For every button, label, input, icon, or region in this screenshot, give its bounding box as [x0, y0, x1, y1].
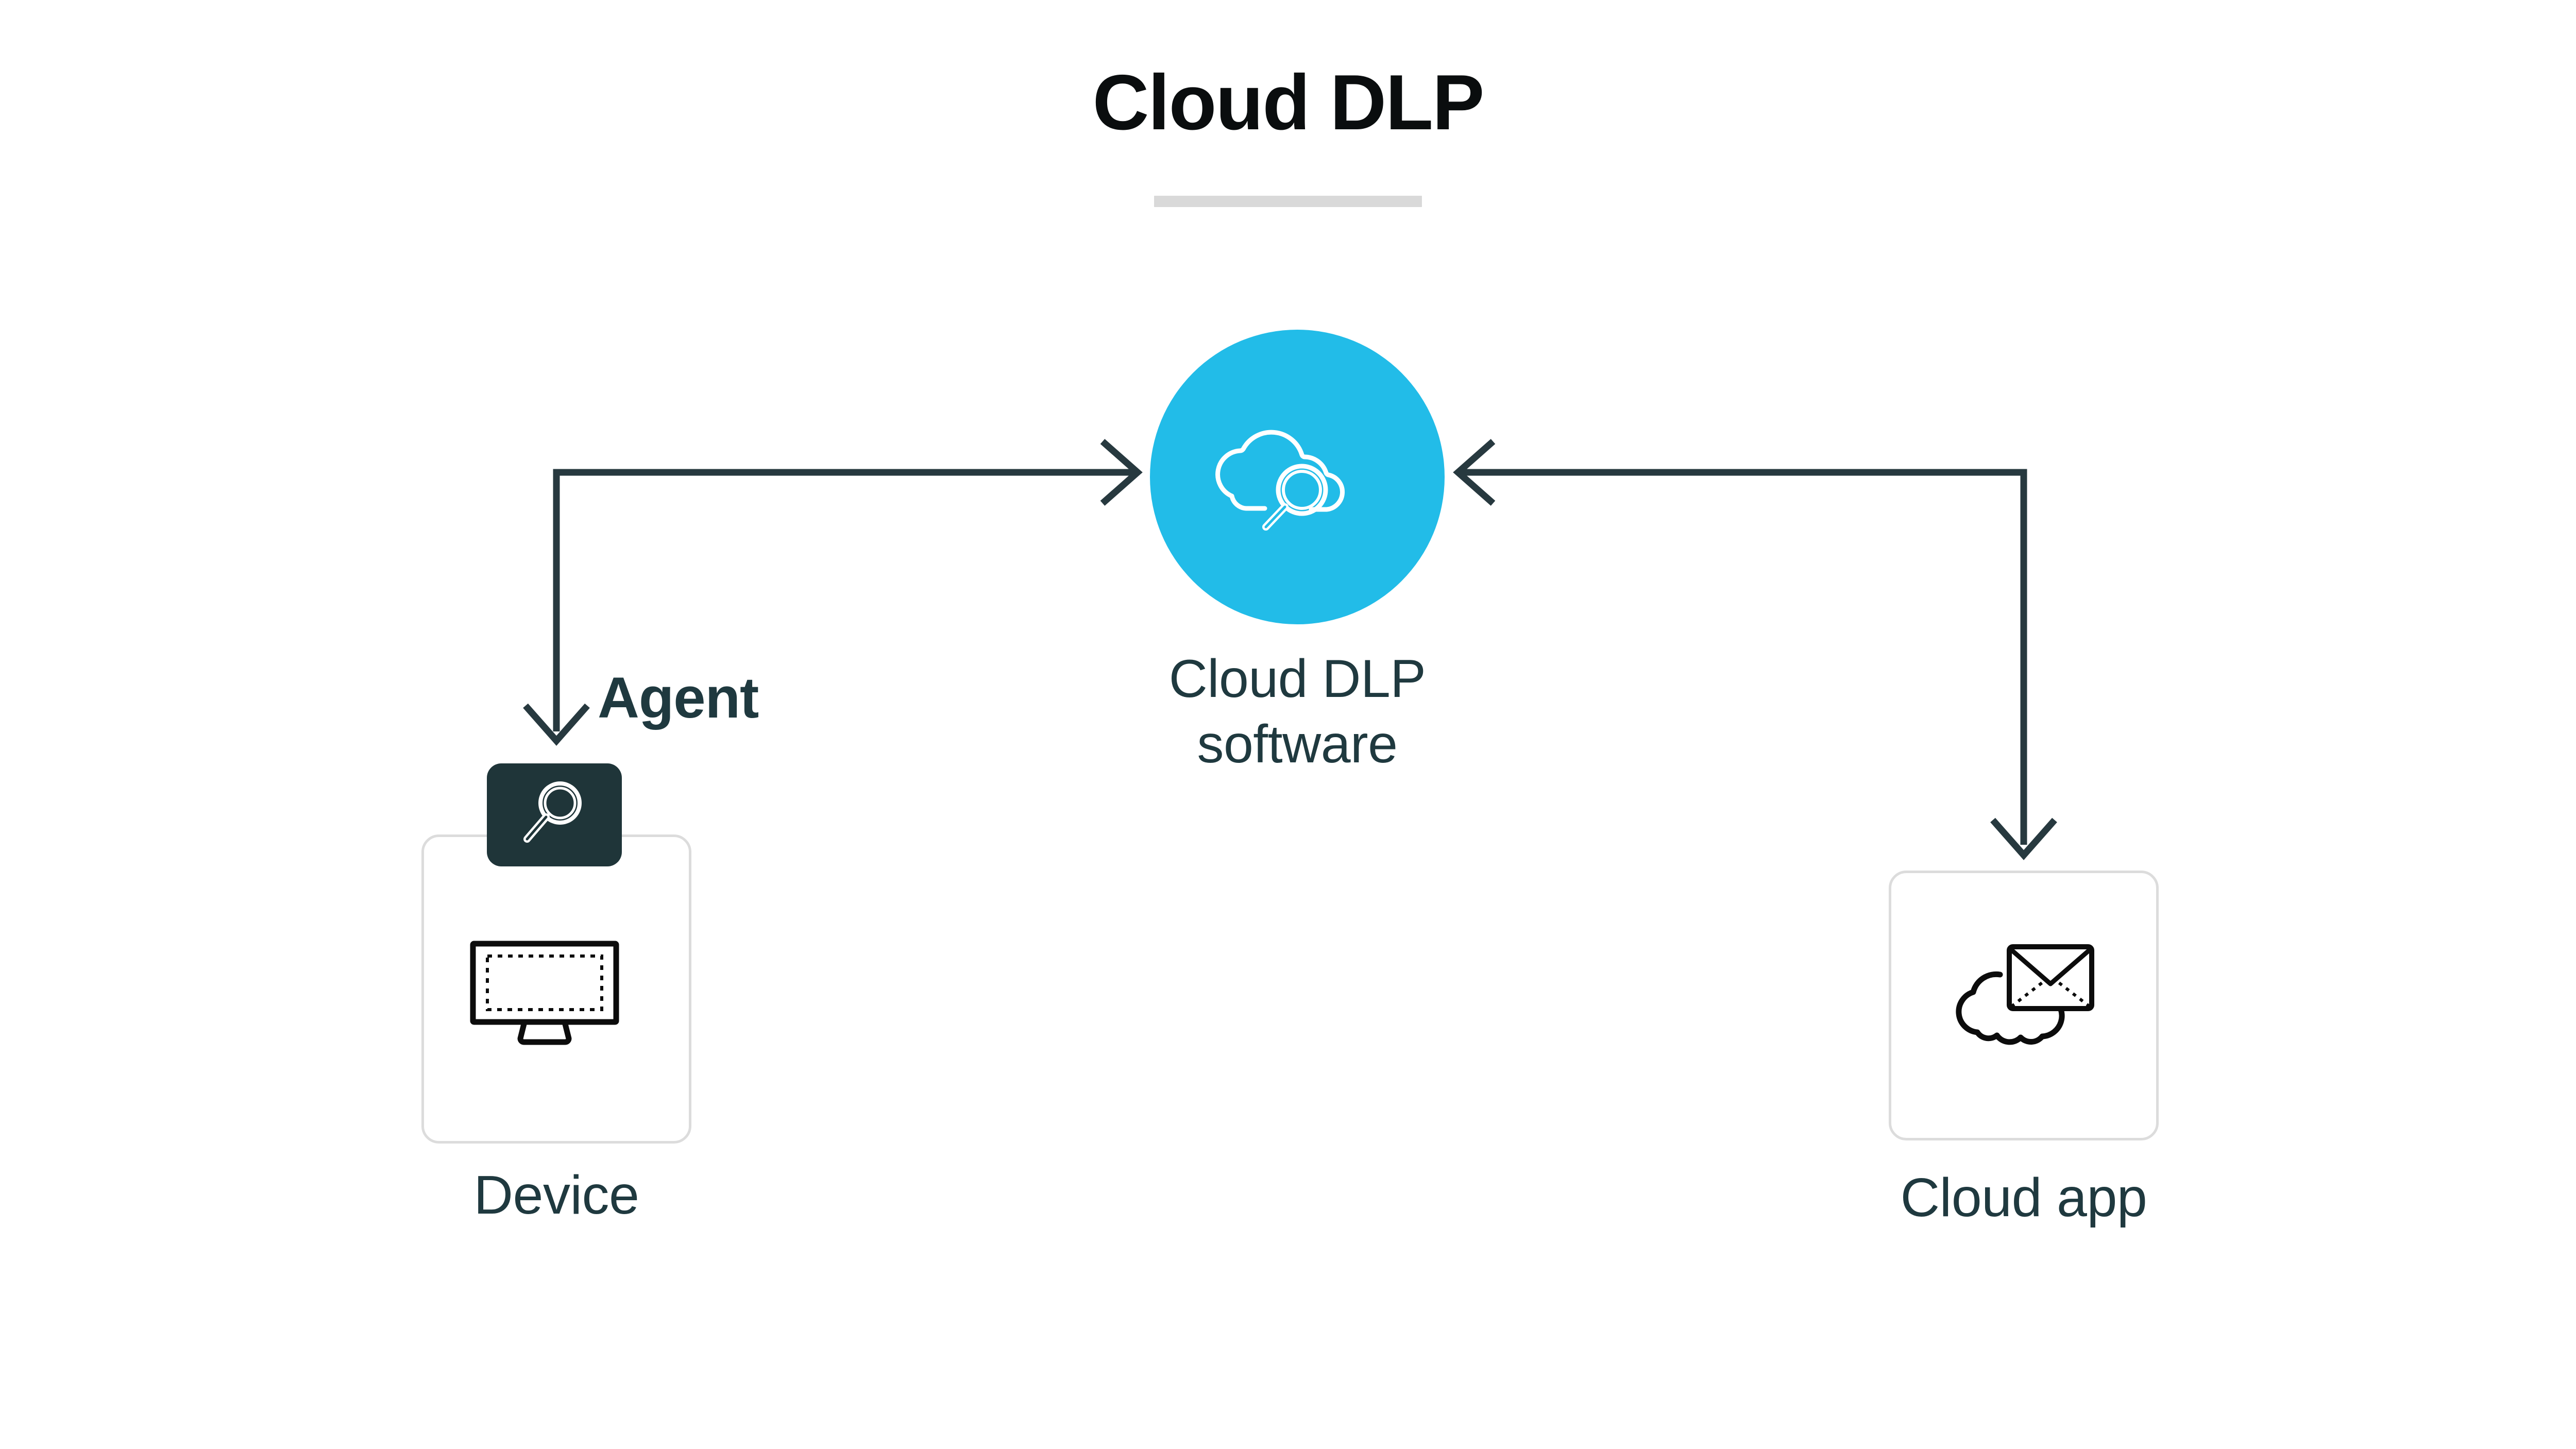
dlp-label-line-2: software — [1197, 714, 1398, 774]
agent-label: Agent — [598, 666, 759, 730]
cloud-magnifier-icon — [1215, 430, 1345, 531]
node-cloud-dlp-software-label: Cloud DLP software — [1053, 646, 1542, 777]
node-cloud-app-label: Cloud app — [1900, 1167, 2147, 1228]
monitor-icon — [470, 941, 619, 1045]
page-title: Cloud DLP — [1092, 59, 1485, 146]
connector-cloudapp-to-dlp — [1453, 439, 2057, 860]
node-cloud-dlp-software[interactable] — [1150, 330, 1445, 624]
title-block: Cloud DLP — [0, 59, 2576, 207]
arrowhead-left-into-dlp — [1453, 439, 1496, 506]
arrowhead-right-into-dlp — [1100, 439, 1143, 506]
arrowhead-down-into-device — [523, 703, 590, 746]
title-divider — [1154, 195, 1422, 207]
dlp-label-line-1: Cloud DLP — [1168, 649, 1426, 709]
cloud-envelope-icon — [1956, 944, 2094, 1045]
node-device-label: Device — [473, 1165, 639, 1225]
arrowhead-down-into-cloudapp — [1990, 817, 2057, 860]
magnifier-icon — [523, 781, 582, 843]
agent-badge[interactable] — [487, 763, 622, 866]
